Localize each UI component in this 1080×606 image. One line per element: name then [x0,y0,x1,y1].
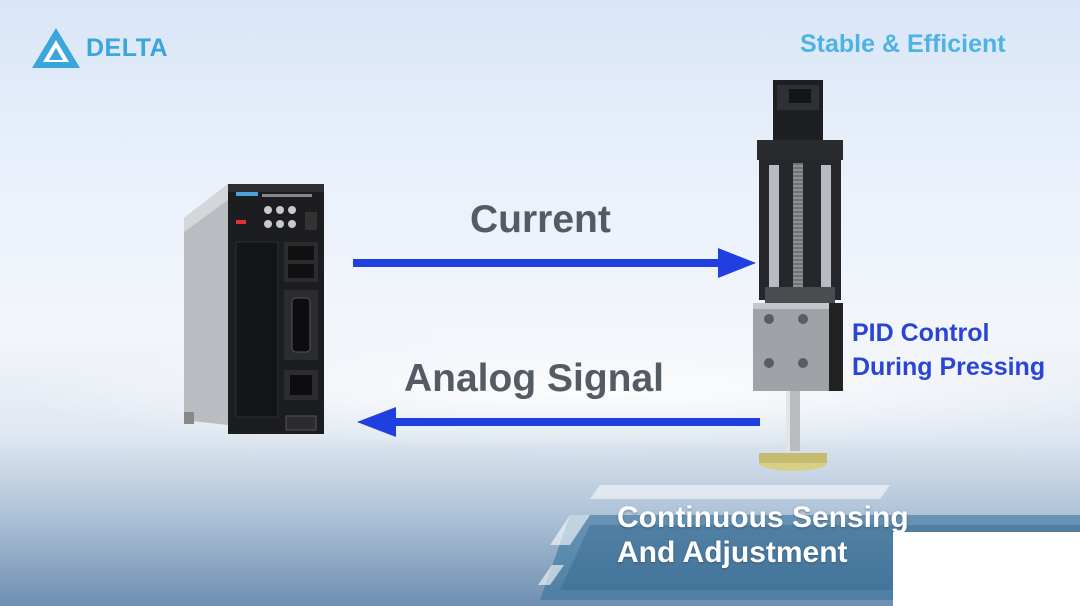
banner-line-2: And Adjustment [617,536,848,569]
pid-line-2: During Pressing [852,353,1046,381]
electric-actuator-image [753,80,843,471]
brand-name: DELTA [86,33,169,62]
analog-signal-arrow [357,407,760,437]
delta-triangle-icon [32,28,80,68]
banner-line-1: Continuous Sensing [617,501,909,534]
brand-logo: DELTA [30,26,168,70]
corner-overlay [893,532,1080,606]
background-glow [0,330,1080,450]
pid-line-1: PID Control [852,319,990,347]
tagline: Stable & Efficient [800,30,1006,58]
servo-drive-image [184,184,324,434]
current-arrow [353,248,756,278]
pid-control-label: PID Control During Pressing [852,316,1045,384]
current-label: Current [470,198,611,241]
banner-text: Continuous Sensing And Adjustment [617,500,909,570]
analog-signal-label: Analog Signal [404,357,665,400]
